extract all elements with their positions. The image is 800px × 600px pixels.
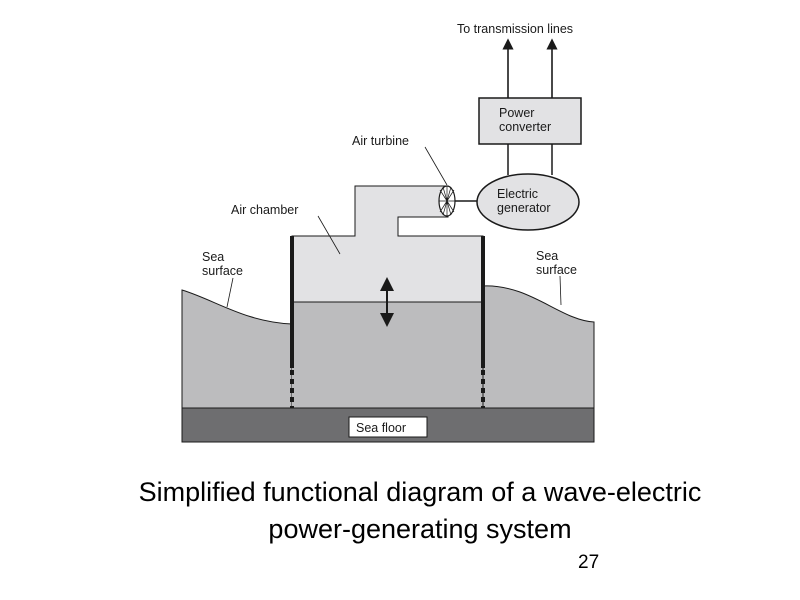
air-chamber [291,185,484,303]
sea-surface-right-leader [559,275,562,306]
air-chamber-label: Air chamber [231,203,298,217]
caption-line1: Simplified functional diagram of a wave-… [138,477,702,507]
sea-floor-label-box [348,416,428,438]
electric-generator-label-line1: Electric [497,187,538,201]
sea-water-right [482,285,595,409]
sea-surface-right-label-line2: surface [536,263,577,277]
air-turbine-label: Air turbine [352,134,409,148]
power-converter-label-line1: Power [499,106,534,120]
air-turbine-leader [424,146,448,186]
power-converter-label-line2: converter [499,120,551,134]
sea-surface-left-label-line2: surface [202,264,243,278]
page-number: 27 [578,552,600,573]
electric-generator-label-line2: generator [497,201,551,215]
caption-line2: power-generating system [268,514,572,544]
power-converter [478,97,582,145]
sea-surface-left-label-line1: Sea [202,250,224,264]
wave-power-diagram: To transmission lines Power converter Ai… [181,22,595,443]
air-turbine-icon [438,185,479,217]
sea-floor-label: Sea floor [356,421,406,435]
sea-water [181,289,293,409]
transmission-label: To transmission lines [457,22,573,36]
sea-surface-right-label-line1: Sea [536,249,558,263]
caption: Simplified functional diagram of a wave-… [0,474,800,548]
air-chamber-leader [317,215,341,255]
electric-generator [476,173,580,231]
sea-surface-left-leader [226,277,234,308]
